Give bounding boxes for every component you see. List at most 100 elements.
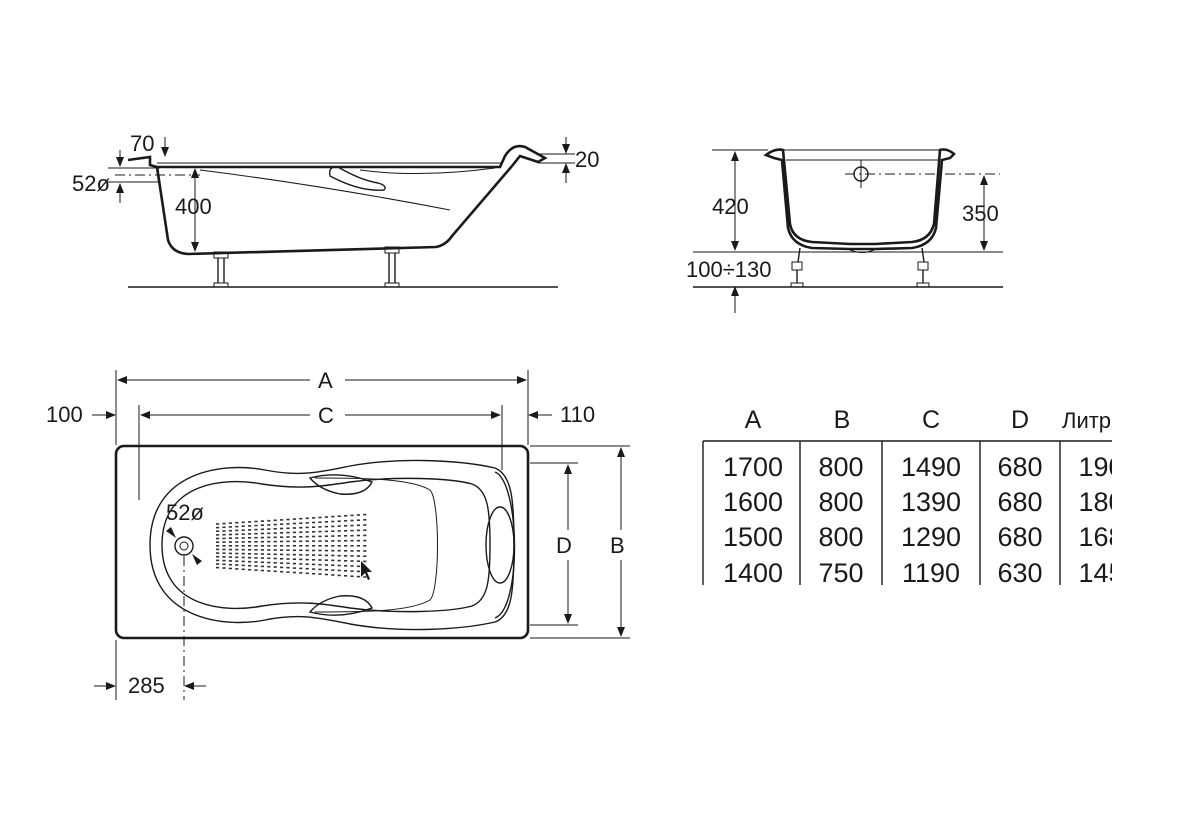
- top-handle-upper: [308, 474, 373, 495]
- anti-slip-dot: [299, 549, 303, 552]
- table-header-B: B: [834, 406, 851, 434]
- anti-slip-dot: [305, 558, 309, 561]
- side-dim-70: 70: [130, 131, 154, 156]
- top-dim-C: C: [318, 403, 334, 428]
- anti-slip-dot: [222, 548, 226, 551]
- anti-slip-dot: [292, 571, 296, 574]
- anti-slip-dot: [350, 550, 354, 552]
- anti-slip-dot: [331, 525, 335, 528]
- anti-slip-dot: [318, 573, 322, 575]
- anti-slip-dot: [267, 565, 271, 568]
- anti-slip-dot: [331, 515, 335, 518]
- anti-slip-dot: [280, 553, 284, 556]
- anti-slip-dot: [350, 519, 354, 522]
- anti-slip-dot: [299, 545, 303, 547]
- top-dim-B: B: [610, 533, 625, 558]
- anti-slip-dot: [350, 555, 354, 557]
- anti-slip-dot: [260, 545, 264, 547]
- anti-slip-dot: [318, 526, 322, 528]
- top-dim-110: 110: [560, 402, 595, 427]
- side-inner-contour: [199, 169, 451, 211]
- anti-slip-dot: [337, 549, 341, 552]
- table-row: 1500 800 1290 680 168: [723, 522, 1123, 552]
- anti-slip-dot: [260, 561, 264, 564]
- anti-slip-dot: [286, 518, 290, 521]
- anti-slip-dot: [312, 540, 316, 542]
- anti-slip-dot: [363, 529, 367, 531]
- anti-slip-dot: [305, 567, 309, 570]
- anti-slip-dot: [248, 545, 252, 547]
- anti-slip-dot: [337, 515, 341, 517]
- anti-slip-dot: [292, 540, 296, 543]
- svg-text:180: 180: [1078, 487, 1123, 517]
- anti-slip-dot: [241, 564, 245, 567]
- anti-slip-dot: [273, 545, 277, 547]
- anti-slip-dot: [299, 558, 303, 561]
- anti-slip-dot: [267, 570, 271, 572]
- anti-slip-dot: [356, 524, 360, 527]
- anti-slip-dot: [318, 516, 322, 519]
- anti-slip-dot: [318, 554, 322, 556]
- svg-text:800: 800: [818, 522, 863, 552]
- anti-slip-dot: [363, 560, 367, 563]
- anti-slip-dot: [228, 560, 232, 562]
- anti-slip-dot: [331, 569, 335, 571]
- anti-slip-dot: [222, 537, 226, 540]
- anti-slip-dot: [324, 521, 328, 523]
- anti-slip-dot: [280, 527, 284, 530]
- anti-slip-dot: [273, 540, 277, 543]
- side-tub-body: [155, 165, 513, 256]
- anti-slip-dot: [286, 527, 290, 530]
- anti-slip-dot: [292, 558, 296, 560]
- anti-slip-dot: [216, 563, 220, 565]
- anti-slip-dot: [299, 563, 303, 565]
- anti-slip-dot: [273, 523, 277, 526]
- anti-slip-dot: [312, 572, 316, 575]
- anti-slip-dot: [363, 545, 367, 547]
- anti-slip-dot: [254, 549, 258, 551]
- anti-slip-dot: [280, 545, 284, 547]
- top-anti-slip-pattern: [216, 513, 367, 578]
- anti-slip-dot: [235, 556, 239, 559]
- anti-slip-dot: [356, 545, 360, 547]
- side-rear-foot: [384, 246, 400, 288]
- anti-slip-dot: [292, 531, 296, 534]
- anti-slip-dot: [350, 565, 354, 567]
- anti-slip-dot: [260, 553, 264, 555]
- side-rim: [127, 144, 548, 169]
- anti-slip-dot: [280, 540, 284, 543]
- anti-slip-dot: [356, 529, 360, 532]
- svg-text:168: 168: [1078, 522, 1123, 552]
- anti-slip-dot: [356, 565, 360, 568]
- anti-slip-dot: [280, 532, 284, 534]
- anti-slip-dot: [344, 515, 348, 517]
- anti-slip-dot: [254, 528, 258, 531]
- anti-slip-dot: [216, 552, 220, 554]
- anti-slip-dot: [324, 549, 328, 552]
- svg-text:630: 630: [997, 558, 1042, 588]
- size-table: A B C D Литр 1700 800 1490 680 190 1600 …: [702, 406, 1123, 588]
- anti-slip-dot: [299, 572, 303, 574]
- anti-slip-dot: [216, 523, 220, 525]
- anti-slip-dot: [260, 532, 264, 535]
- anti-slip-dot: [248, 521, 252, 523]
- anti-slip-dot: [350, 539, 354, 542]
- anti-slip-dot: [292, 536, 296, 538]
- anti-slip-dot: [254, 532, 258, 535]
- table-row: 1400 750 1190 630 145: [723, 558, 1123, 588]
- anti-slip-dot: [292, 545, 296, 547]
- end-right-foot: [916, 247, 930, 288]
- anti-slip-dot: [241, 529, 245, 531]
- svg-text:1190: 1190: [902, 558, 960, 588]
- anti-slip-dot: [312, 531, 316, 533]
- anti-slip-dot: [286, 566, 290, 569]
- anti-slip-dot: [350, 529, 354, 532]
- side-dim-400: 400: [175, 194, 212, 219]
- anti-slip-dot: [222, 556, 226, 558]
- anti-slip-dot: [228, 526, 232, 528]
- svg-text:145: 145: [1078, 558, 1123, 588]
- end-dim-420: 420: [712, 194, 749, 219]
- anti-slip-dot: [324, 540, 328, 542]
- anti-slip-dot: [228, 556, 232, 558]
- anti-slip-dot: [241, 541, 245, 543]
